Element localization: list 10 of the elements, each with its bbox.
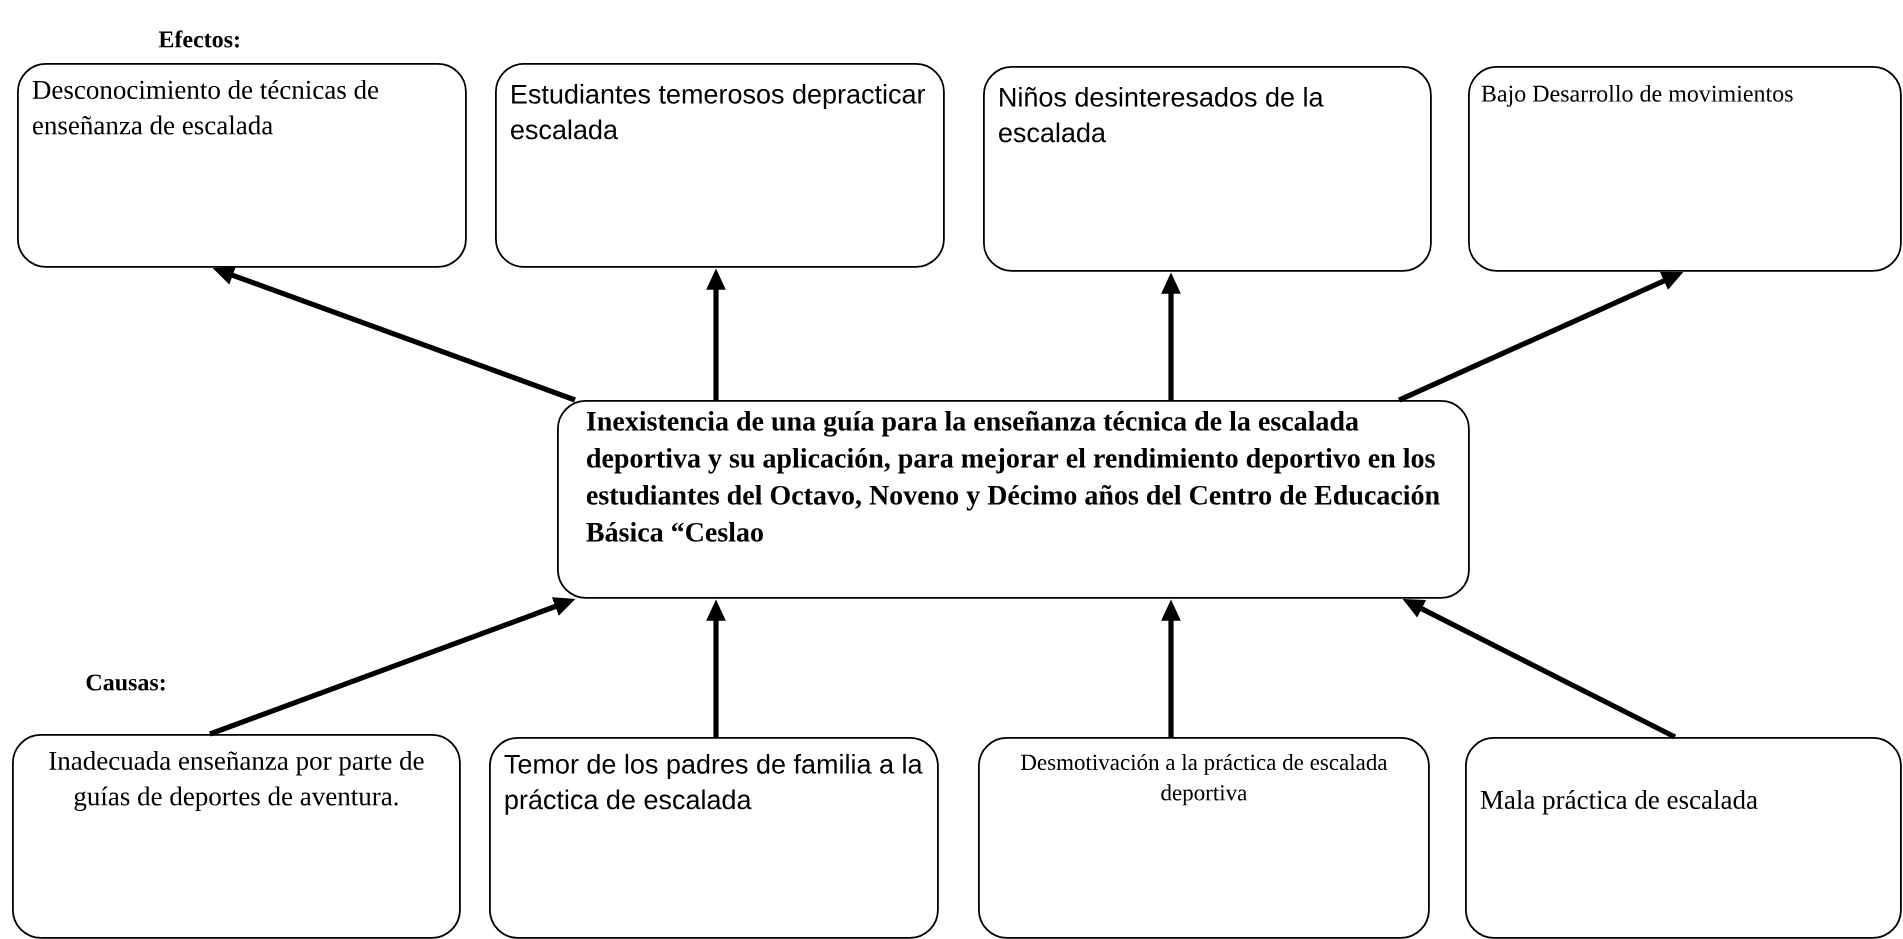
text-box: Mala práctica de escalada bbox=[1465, 737, 1902, 939]
text-box: Niños desinteresados de la escalada bbox=[983, 66, 1432, 272]
text-box: Inexistencia de una guía para la enseñanza técnica de la escalada deportiva y su aplicación, para mejorar el rendimiento deportivo en los estudiantes del Octavo, Noveno y Décimo años del Centro de Educación Básica “Ceslao bbox=[557, 400, 1470, 599]
text-box: Temor de los padres de familia a la práctica de escalada bbox=[489, 737, 939, 939]
text-box: Desmotivación a la práctica de escalada deportiva bbox=[978, 737, 1430, 939]
text-box: Estudiantes temerosos depracticar escalada bbox=[495, 63, 945, 268]
heading: Causas: bbox=[86, 674, 165, 691]
text-box: Inadecuada enseñanza por parte de guías de deportes de aventura. bbox=[12, 734, 461, 939]
text-box: Bajo Desarrollo de movimientos bbox=[1468, 66, 1902, 272]
text-box: Desconocimiento de técnicas de enseñanza de escalada bbox=[17, 63, 467, 268]
